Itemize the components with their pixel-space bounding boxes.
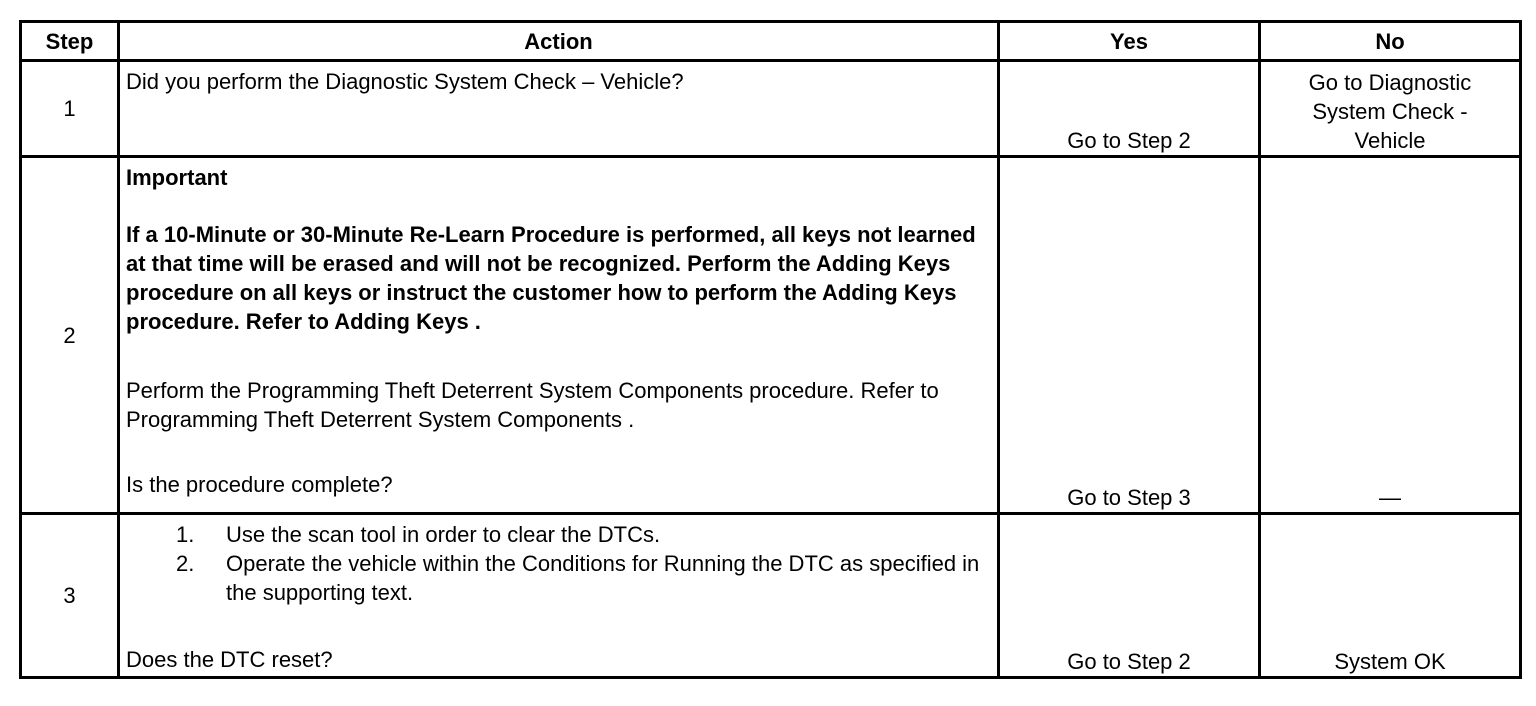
- instruction-text: Perform the Programming Theft Deterrent …: [126, 378, 939, 432]
- table-row: 3 1. Use the scan tool in order to clear…: [19, 512, 1522, 679]
- header-yes: Yes: [997, 20, 1261, 62]
- step-number: 2: [19, 155, 120, 515]
- list-item: 2. Operate the vehicle within the Condit…: [126, 549, 991, 607]
- action-cell: Did you perform the Diagnostic System Ch…: [117, 59, 1000, 158]
- list-item-text: Use the scan tool in order to clear the …: [226, 522, 661, 547]
- important-note: If a 10-Minute or 30-Minute Re-Learn Pro…: [126, 222, 976, 334]
- header-action: Action: [117, 20, 1000, 62]
- yes-result: Go to Step 2: [1067, 128, 1191, 153]
- yes-cell: Go to Step 3: [997, 155, 1261, 515]
- yes-result: Go to Step 2: [1067, 649, 1191, 674]
- no-result: Go to Diagnostic System Check - Vehicle: [1308, 70, 1472, 153]
- header-no: No: [1258, 20, 1522, 62]
- list-item: 1. Use the scan tool in order to clear t…: [126, 520, 991, 549]
- table-row: 1 Did you perform the Diagnostic System …: [19, 59, 1522, 158]
- no-result: System OK: [1334, 649, 1446, 674]
- no-cell: Go to Diagnostic System Check - Vehicle: [1258, 59, 1522, 158]
- list-item-text: Operate the vehicle within the Condition…: [226, 551, 980, 605]
- action-cell: Important If a 10-Minute or 30-Minute Re…: [117, 155, 1000, 515]
- table-row: 2 Important If a 10-Minute or 30-Minute …: [19, 155, 1522, 515]
- list-item-number: 1.: [176, 522, 195, 547]
- question-text: Does the DTC reset?: [126, 647, 333, 672]
- no-cell: System OK: [1258, 512, 1522, 679]
- header-row: Step Action Yes No: [19, 20, 1522, 62]
- list-item-number: 2.: [176, 551, 195, 576]
- no-result: —: [1379, 485, 1401, 510]
- action-text: Did you perform the Diagnostic System Ch…: [126, 69, 684, 94]
- question-text: Is the procedure complete?: [126, 472, 393, 497]
- procedure-list: 1. Use the scan tool in order to clear t…: [126, 520, 991, 607]
- yes-cell: Go to Step 2: [997, 512, 1261, 679]
- no-cell: —: [1258, 155, 1522, 515]
- important-heading: Important: [126, 165, 228, 190]
- header-step: Step: [19, 20, 120, 62]
- yes-result: Go to Step 3: [1067, 485, 1191, 510]
- step-number: 3: [19, 512, 120, 679]
- yes-cell: Go to Step 2: [997, 59, 1261, 158]
- step-number: 1: [19, 59, 120, 158]
- action-cell: 1. Use the scan tool in order to clear t…: [117, 512, 1000, 679]
- diagnostic-table: Step Action Yes No 1 Did you perform the…: [19, 20, 1522, 679]
